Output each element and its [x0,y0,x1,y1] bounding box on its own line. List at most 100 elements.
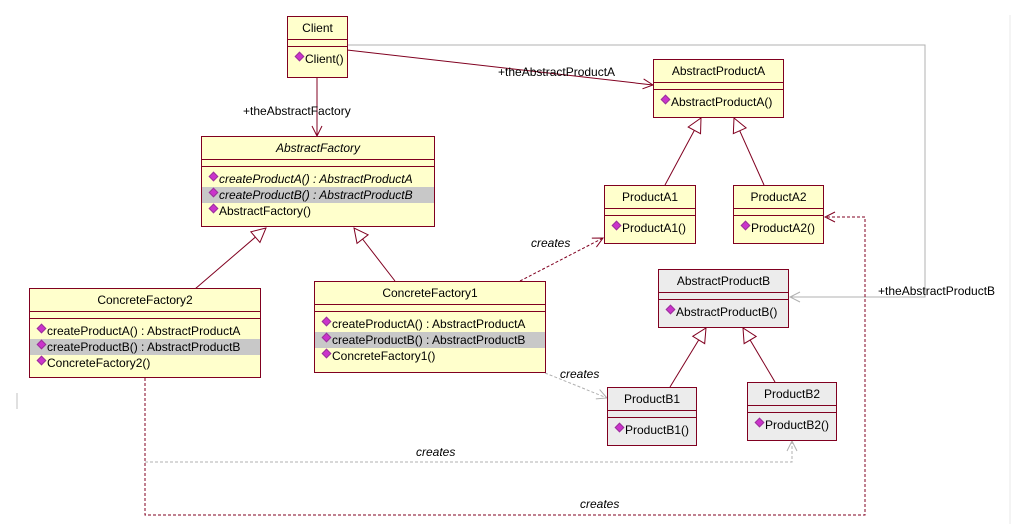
dependency-label-creates: creates [560,367,600,381]
class-productb2[interactable]: ProductB2 ProductB2() [747,382,837,441]
attributes-compartment [748,406,836,413]
operation-label: ProductA2() [751,221,816,235]
operation-icon [321,332,332,343]
operation-icon [740,220,751,231]
attributes-compartment [202,160,434,167]
operation-label: AbstractFactory() [219,204,312,218]
role-label-the-abstract-factory: +theAbstractFactory [243,104,351,118]
class-abstractfactory[interactable]: AbstractFactory createProductA() : Abstr… [201,136,435,227]
operations-compartment: createProductA() : AbstractProductA crea… [202,167,434,222]
operation-row[interactable]: ProductB2() [748,417,836,433]
operations-compartment: createProductA() : AbstractProductA crea… [315,312,545,367]
class-name: AbstractProductA [654,60,783,83]
role-label-the-abstract-product-b: +theAbstractProductB [878,284,996,298]
attributes-compartment [605,209,695,216]
dep-cf2-productb2 [145,441,792,463]
operation-icon [208,203,219,214]
gen-a2-abstractproducta [734,118,765,186]
operation-icon [614,422,625,433]
attributes-compartment [659,293,788,300]
dep-cf1-productb1 [544,372,607,398]
operation-row[interactable]: createProductA() : AbstractProductA [315,316,545,332]
operation-row[interactable]: ProductA2() [734,220,823,236]
attributes-compartment [734,209,823,216]
operation-row[interactable]: createProductA() : AbstractProductA [202,171,434,187]
operation-icon [294,51,305,62]
operation-icon [208,171,219,182]
operation-row[interactable]: createProductB() : AbstractProductB [202,187,434,203]
dep-cf2-producta2 [144,217,866,516]
operation-icon [321,348,332,359]
dep-cf1-producta1 [519,238,603,282]
gen-b2-abstractproductb [743,328,776,383]
operation-row[interactable]: AbstractProductB() [659,304,788,320]
gen-a1-abstractproducta [664,118,701,186]
class-abstractproductb[interactable]: AbstractProductB AbstractProductB() [658,269,789,328]
operations-compartment: ProductB2() [748,413,836,436]
class-abstractproducta[interactable]: AbstractProductA AbstractProductA() [653,59,784,118]
operation-label: createProductB() : AbstractProductB [332,333,526,347]
class-name: ProductB2 [748,383,836,406]
operations-compartment: ProductA1() [605,216,695,239]
operations-compartment: ProductB1() [608,418,696,441]
operation-label: AbstractProductB() [676,305,778,319]
operation-row[interactable]: ProductA1() [605,220,695,236]
class-producta1[interactable]: ProductA1 ProductA1() [604,185,696,244]
operation-label: ProductB1() [625,423,690,437]
operation-row[interactable]: AbstractProductA() [654,94,783,110]
operation-row[interactable]: ConcreteFactory1() [315,348,545,364]
attributes-compartment [30,312,260,319]
assoc-client-abstractproducta [346,49,653,85]
operation-row[interactable]: ConcreteFactory2() [30,355,260,371]
class-name: ConcreteFactory1 [315,282,545,305]
operation-icon [36,323,47,334]
operation-row[interactable]: createProductB() : AbstractProductB [30,339,260,355]
operation-row[interactable]: ProductB1() [608,422,696,438]
operation-label: ProductB2() [765,418,830,432]
dependency-label-creates: creates [531,236,571,250]
attributes-compartment [654,83,783,90]
operation-icon [36,339,47,350]
operation-row[interactable]: Client() [288,51,347,67]
class-producta2[interactable]: ProductA2 ProductA2() [733,185,824,244]
attributes-compartment [288,40,347,47]
role-label-the-abstract-product-a: +theAbstractProductA [498,65,616,79]
dependency-label-creates: creates [580,497,620,511]
class-client[interactable]: Client Client() [287,16,348,78]
operations-compartment: createProductA() : AbstractProductA crea… [30,319,260,374]
class-concretefactory2[interactable]: ConcreteFactory2 createProductA() : Abst… [29,288,261,378]
operations-compartment: ProductA2() [734,216,823,239]
operation-label: ProductA1() [622,221,687,235]
operation-row[interactable]: createProductB() : AbstractProductB [315,332,545,348]
operations-compartment: AbstractProductB() [659,300,788,323]
operation-label: Client() [305,52,344,66]
class-name: ConcreteFactory2 [30,289,260,312]
class-name: AbstractProductB [659,270,788,293]
class-name: ProductA2 [734,186,823,209]
operation-icon [754,417,765,428]
gen-cf2-abstractfactory [194,228,266,290]
operation-label: createProductB() : AbstractProductB [47,340,241,354]
operation-row[interactable]: AbstractFactory() [202,203,434,219]
class-name: Client [288,17,347,40]
operation-icon [660,94,671,105]
operation-label: createProductA() : AbstractProductA [47,324,241,338]
operation-label: AbstractProductA() [671,95,773,109]
operation-icon [36,355,47,366]
gen-b1-abstractproductb [669,328,706,388]
class-concretefactory1[interactable]: ConcreteFactory1 createProductA() : Abst… [314,281,546,373]
assoc-client-abstractproductb [347,44,926,297]
operation-row[interactable]: createProductA() : AbstractProductA [30,323,260,339]
gen-cf1-abstractfactory [354,228,396,282]
attributes-compartment [315,305,545,312]
dependency-label-creates: creates [416,445,456,459]
operation-icon [611,220,622,231]
operation-icon [665,304,676,315]
class-name: AbstractFactory [202,137,434,160]
attributes-compartment [608,411,696,418]
operation-label: ConcreteFactory1() [332,349,436,363]
operation-label: ConcreteFactory2() [47,356,151,370]
operations-compartment: Client() [288,47,347,70]
class-productb1[interactable]: ProductB1 ProductB1() [607,387,697,446]
